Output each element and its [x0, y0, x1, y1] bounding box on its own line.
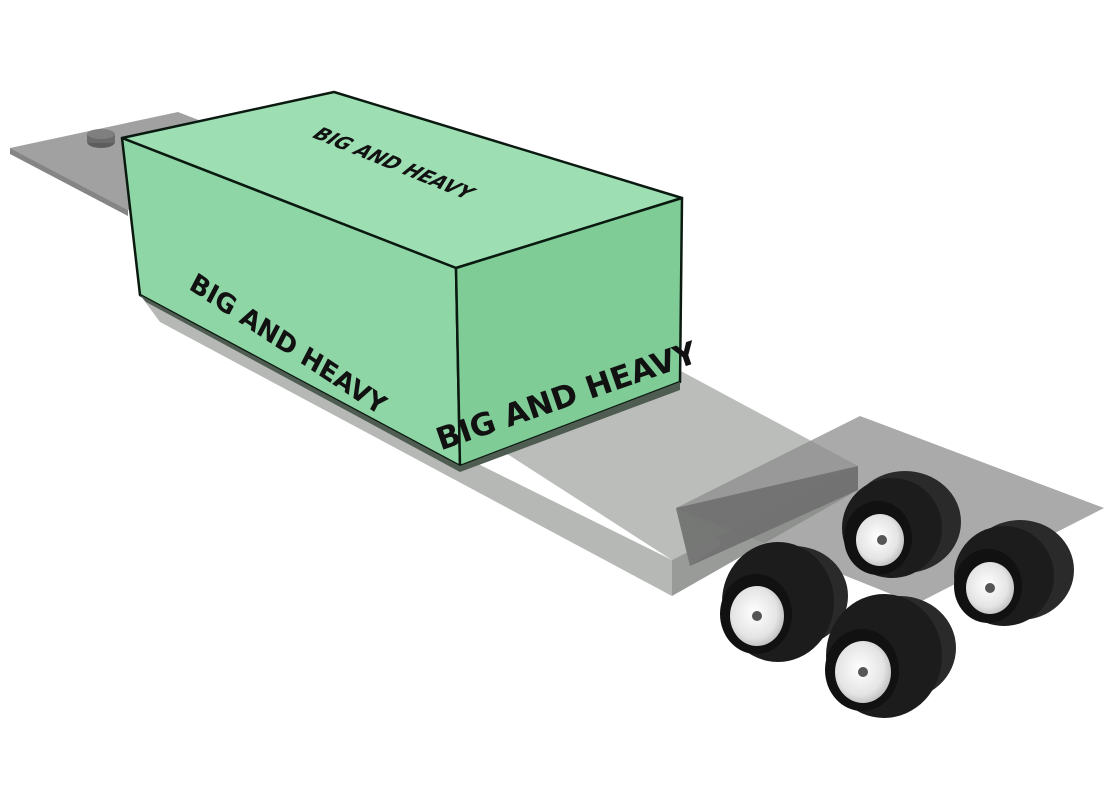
wheel-set-front-right [825, 594, 956, 718]
wheel-set-rear-right [954, 520, 1074, 626]
wheel-set-rear-left [842, 471, 961, 578]
wheel-set-front-left [720, 542, 848, 662]
